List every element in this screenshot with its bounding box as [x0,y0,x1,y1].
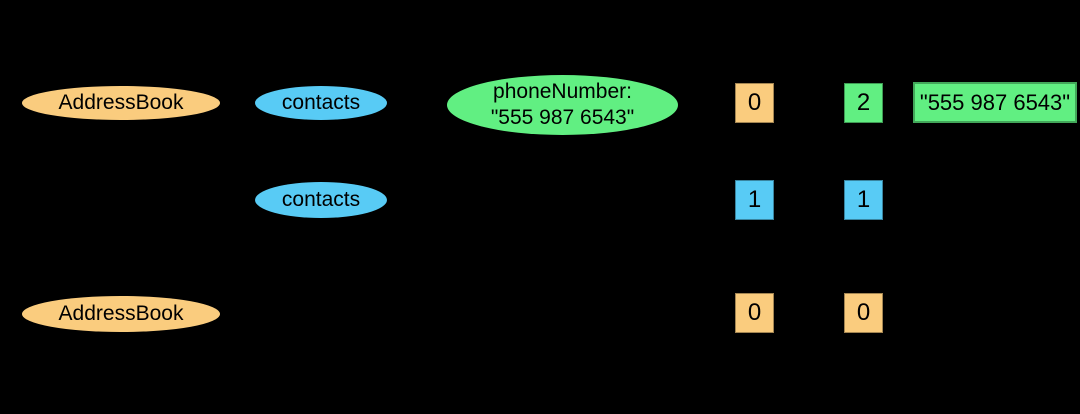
row3-index-cell: 0 [735,293,774,333]
row2-index-cell-value: 1 [747,186,762,213]
row1-count-cell-value: 2 [856,89,871,116]
row3-index-cell-value: 0 [747,299,762,326]
row2-index-cell: 1 [735,180,774,220]
phone-number-node: phoneNumber: "555 987 6543" [447,75,678,135]
phone-number-node-key: phoneNumber: [493,80,632,103]
addressbook-node-top-label: AddressBook [58,91,184,115]
addressbook-node-top: AddressBook [22,86,220,120]
addressbook-node-bottom: AddressBook [22,296,220,332]
phone-number-node-value: "555 987 6543" [490,106,635,129]
phone-value-box-text: "555 987 6543" [919,89,1071,115]
row3-count-cell-value: 0 [856,299,871,326]
contacts-node-top: contacts [255,86,387,120]
row2-count-cell: 1 [844,180,883,220]
row1-count-cell: 2 [844,83,883,123]
row1-index-cell-value: 0 [747,89,762,116]
row1-index-cell: 0 [735,83,774,123]
addressbook-node-bottom-label: AddressBook [58,302,184,326]
row3-count-cell: 0 [844,293,883,333]
contacts-node-middle-label: contacts [281,188,361,212]
contacts-node-middle: contacts [255,182,387,218]
row2-count-cell-value: 1 [856,186,871,213]
phone-value-box: "555 987 6543" [913,82,1077,123]
contacts-node-top-label: contacts [281,91,361,115]
